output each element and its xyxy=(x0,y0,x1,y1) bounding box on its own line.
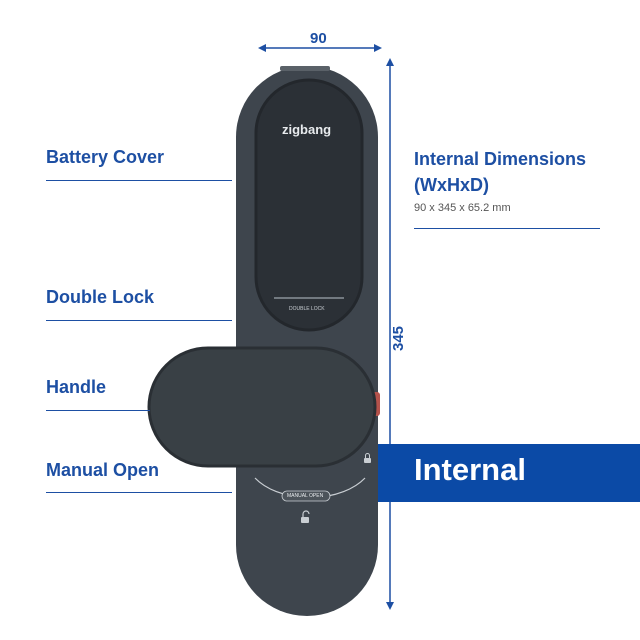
internal-dimensions-value: 90 x 345 x 65.2 mm xyxy=(414,202,511,214)
lock-icon xyxy=(364,453,371,463)
leader-double-lock xyxy=(46,320,232,321)
internal-banner-text: Internal xyxy=(414,452,526,487)
internal-dimensions-title: Internal Dimensions (WxHxD) xyxy=(414,149,587,195)
label-double-lock: Double Lock xyxy=(46,287,155,307)
right-divider xyxy=(414,228,600,229)
width-dimension-arrow xyxy=(258,44,382,52)
width-value: 90 xyxy=(310,30,327,47)
manual-open-badge xyxy=(281,490,331,502)
handle[interactable] xyxy=(147,346,377,468)
brand-logo: zigbang xyxy=(282,122,332,137)
label-handle: Handle xyxy=(46,377,107,397)
label-manual-open: Manual Open xyxy=(46,460,160,480)
height-dimension-arrow xyxy=(386,58,394,610)
manual-open-text: MANUAL OPEN xyxy=(287,493,324,499)
unlock-icon xyxy=(301,510,310,523)
leader-battery-cover xyxy=(46,180,232,181)
internal-banner xyxy=(378,444,640,502)
label-battery-cover: Battery Cover xyxy=(46,147,165,167)
leader-manual-open xyxy=(46,492,232,493)
double-lock-text: DOUBLE LOCK xyxy=(289,306,325,312)
battery-cover-panel xyxy=(254,78,364,332)
height-value: 345 xyxy=(390,325,408,352)
leader-handle xyxy=(46,410,150,411)
